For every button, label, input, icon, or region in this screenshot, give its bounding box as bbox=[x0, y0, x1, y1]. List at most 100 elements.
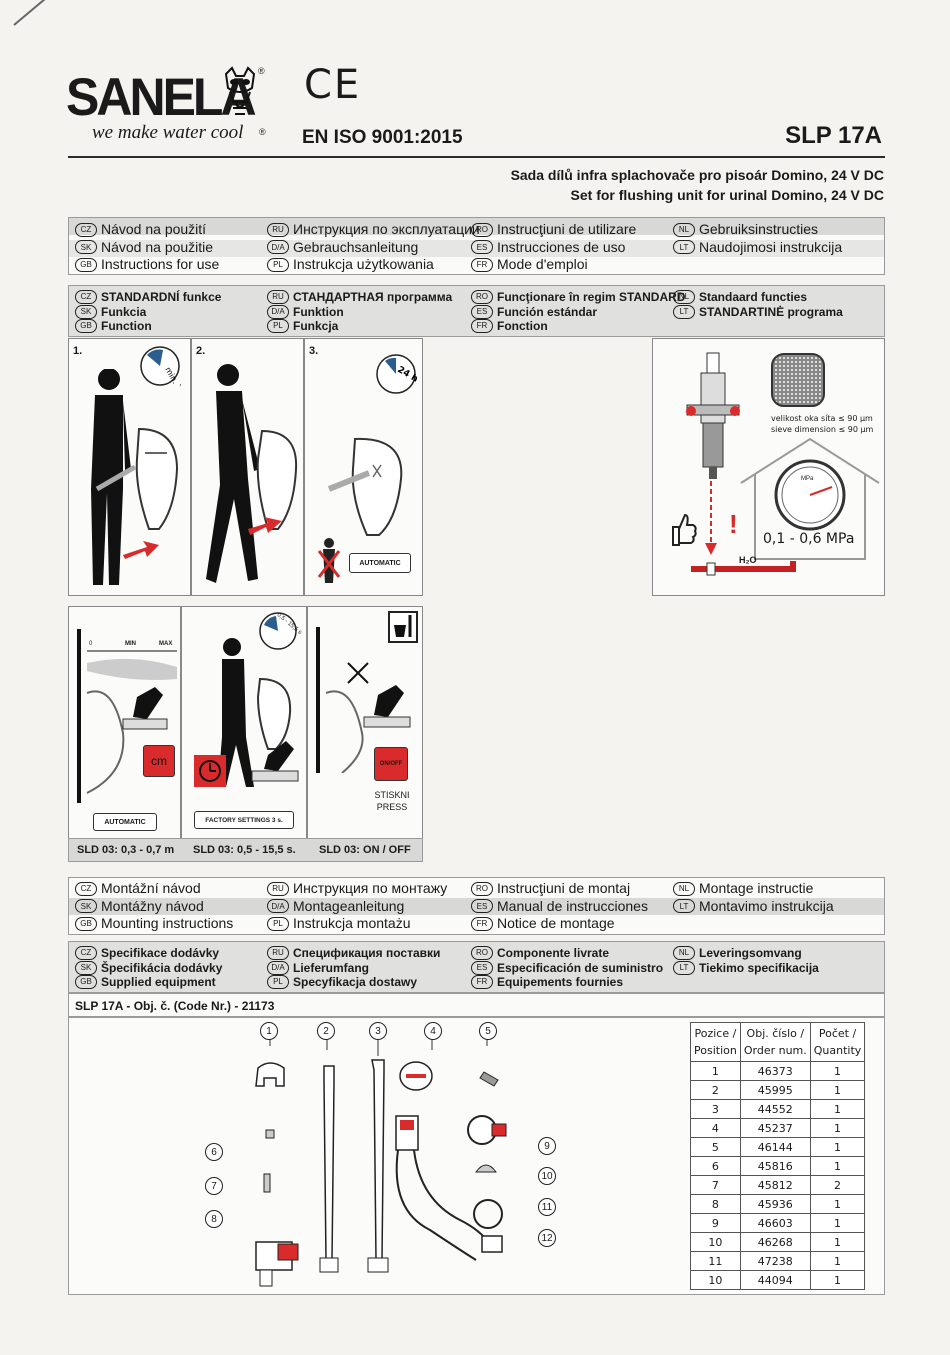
code-line-bar: SLP 17A - Obj. č. (Code Nr.) - 21173 bbox=[68, 993, 885, 1017]
raccoon-icon bbox=[224, 66, 256, 115]
language-badge-icon: LT bbox=[673, 240, 695, 255]
language-badge-icon: LT bbox=[673, 304, 695, 319]
cell-order-num: 44552 bbox=[739, 1099, 811, 1119]
cell-order-num: 45995 bbox=[739, 1080, 811, 1100]
callout-8: 8 bbox=[205, 1210, 223, 1228]
lang-label: Standaard functies bbox=[699, 290, 808, 304]
lang-label: Componente livrate bbox=[497, 946, 610, 960]
cell-position: 10 bbox=[690, 1270, 741, 1290]
automatic-mode-label: AUTOMATIC bbox=[93, 813, 157, 831]
language-badge-icon: PL bbox=[267, 257, 289, 272]
house-icon bbox=[740, 437, 880, 560]
language-badge-icon: RO bbox=[471, 881, 493, 896]
lang-label: Montageanleitung bbox=[293, 897, 405, 914]
language-badge-icon: GB bbox=[75, 916, 97, 931]
lang-label: Notice de montage bbox=[497, 915, 615, 931]
language-badge-icon: ES bbox=[471, 899, 493, 914]
language-badge-icon: D/A bbox=[267, 240, 289, 255]
cell-quantity: 1 bbox=[809, 1194, 866, 1214]
language-badge-icon: CZ bbox=[75, 290, 97, 305]
lang-label: Montážní návod bbox=[101, 880, 201, 896]
parts-table-header: Pozice /Position Obj. číslo /Order num. … bbox=[690, 1022, 866, 1062]
language-badge-icon: SK bbox=[75, 899, 97, 914]
pressure-panel: velikost oka síta ≤ 90 µm sieve dimensio… bbox=[652, 338, 885, 596]
language-badge-icon: RU bbox=[267, 946, 289, 961]
lang-label: Funkcja bbox=[293, 319, 339, 333]
header-divider bbox=[68, 156, 885, 158]
lang-label: Naudojimosi instrukcija bbox=[699, 238, 843, 255]
language-badge-icon: ES bbox=[471, 240, 493, 255]
subtitle-en: Set for flushing unit for urinal Domino,… bbox=[570, 187, 884, 203]
language-badge-icon: D/A bbox=[267, 304, 289, 319]
language-badge-icon: RO bbox=[471, 290, 493, 305]
brand-logo: SANELA we make water cool ® ® bbox=[66, 66, 276, 150]
language-badge-icon: PL bbox=[267, 319, 289, 334]
lang-label: Instrukcja montażu bbox=[293, 915, 411, 931]
pencil-mark bbox=[13, 0, 53, 26]
lang-label: Gebrauchsanleitung bbox=[293, 238, 419, 255]
callout-9: 9 bbox=[538, 1137, 556, 1155]
model-number: SLP 17A bbox=[785, 122, 882, 149]
iso-standard: EN ISO 9001:2015 bbox=[302, 127, 463, 148]
24h-dial-icon: 24 h bbox=[376, 354, 417, 394]
reg-mark-tagline: ® bbox=[259, 127, 266, 137]
cell-position: 8 bbox=[690, 1194, 741, 1214]
cell-order-num: 44094 bbox=[739, 1270, 811, 1290]
step-1-number: 1. bbox=[73, 345, 83, 357]
settings-onoff-panel: ON/OFF STISKNI PRESS bbox=[307, 606, 423, 860]
language-badge-icon: CZ bbox=[75, 881, 97, 896]
lang-label: Montavimo instrukcija bbox=[699, 897, 834, 914]
cell-quantity: 1 bbox=[809, 1270, 866, 1290]
lang-label: Funkcia bbox=[101, 304, 147, 319]
lang-label: Funktion bbox=[293, 304, 344, 319]
cell-order-num: 45936 bbox=[739, 1194, 811, 1214]
urinal-flush-icon bbox=[327, 437, 403, 536]
press-en-label: PRESS bbox=[376, 802, 408, 812]
man-standing-icon bbox=[91, 369, 179, 585]
lang-label: Lieferumfang bbox=[293, 960, 370, 975]
cell-position: 9 bbox=[690, 1213, 741, 1233]
no-sensor-icon bbox=[316, 627, 411, 773]
lang-item-sk: SK Montážny návod bbox=[75, 898, 204, 916]
language-badge-icon: NL bbox=[673, 222, 695, 237]
lang-label: Návod na použití bbox=[101, 221, 207, 237]
lang-label: Function bbox=[101, 319, 152, 333]
lang-label: Инструкция по эксплуатации bbox=[293, 221, 480, 237]
lang-label: Montážny návod bbox=[101, 897, 204, 914]
thumbs-up-icon bbox=[672, 513, 697, 546]
lang-label: Mounting instructions bbox=[101, 915, 234, 931]
language-badge-icon: RU bbox=[267, 222, 289, 237]
cell-order-num: 45816 bbox=[739, 1156, 811, 1176]
lang-item-ru: RU Инструкция по эксплуатации bbox=[267, 221, 480, 239]
man-leaving-icon bbox=[218, 638, 299, 787]
code-line: SLP 17A - Obj. č. (Code Nr.) - 21173 bbox=[75, 999, 275, 1013]
step-3-number: 3. bbox=[309, 345, 319, 357]
cell-quantity: 1 bbox=[809, 1213, 866, 1233]
col-quantity: Počet /Quantity bbox=[809, 1022, 866, 1062]
lang-label: Specifikace dodávky bbox=[101, 946, 220, 960]
lang-label: Špecifikácia dodávky bbox=[101, 960, 223, 975]
language-badge-icon: LT bbox=[673, 960, 695, 975]
